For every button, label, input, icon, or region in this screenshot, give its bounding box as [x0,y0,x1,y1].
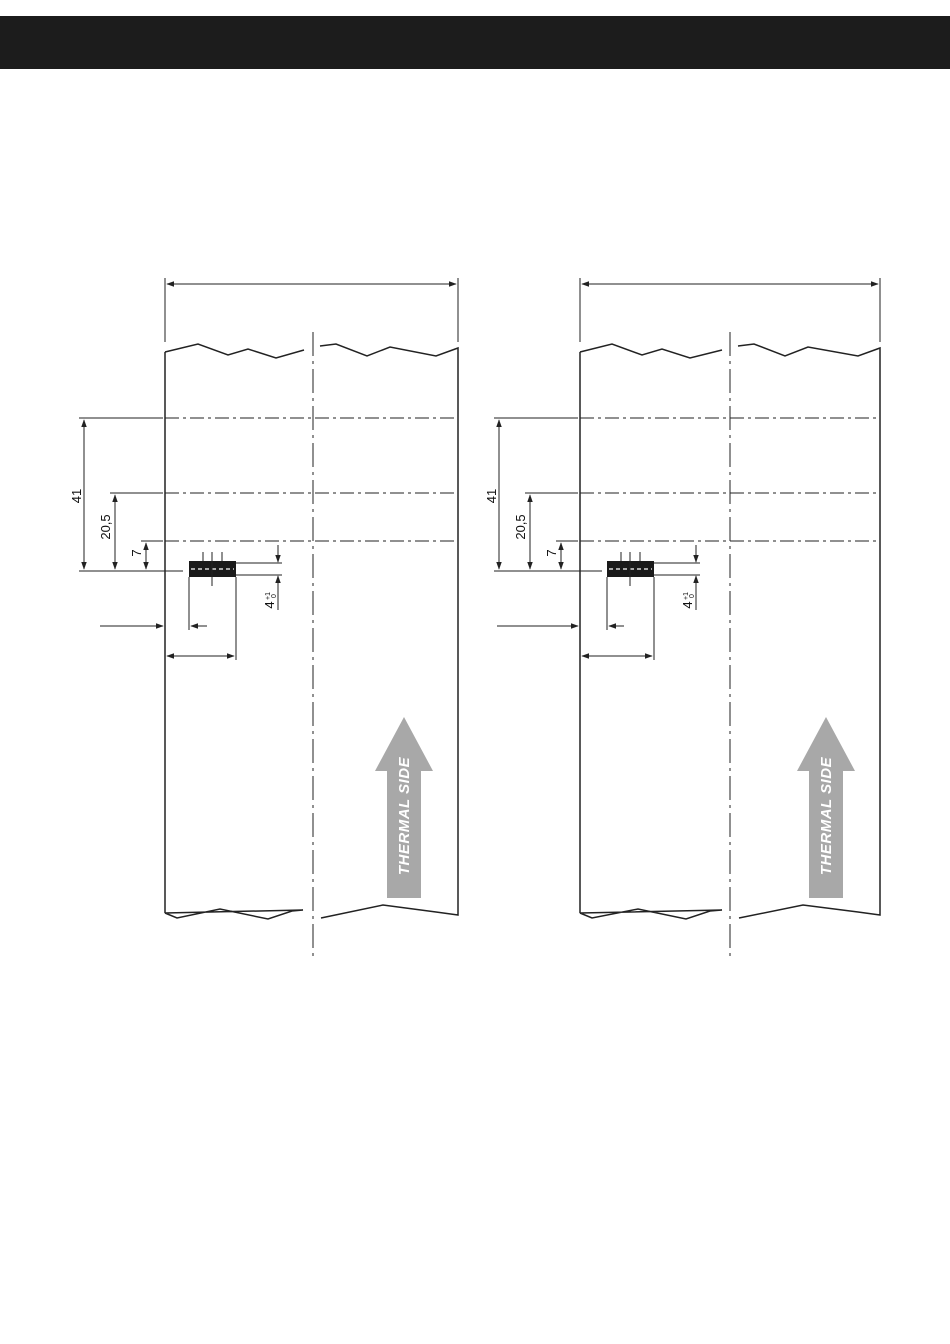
thermal-side-label: THERMAL SIDE [396,756,413,875]
label-20-5: 20,5 [98,514,113,539]
thermal-side-label: THERMAL SIDE [818,756,835,875]
label-7: 7 [544,549,559,556]
label-41: 41 [69,489,84,503]
label-4: 4 [262,601,277,608]
label-7: 7 [129,549,144,556]
label-4-sub: 0 [689,594,696,598]
label-20-5: 20,5 [513,514,528,539]
label-4-sub: 0 [271,594,278,598]
label-41: 41 [484,489,499,503]
label-4: 4 [680,601,695,608]
